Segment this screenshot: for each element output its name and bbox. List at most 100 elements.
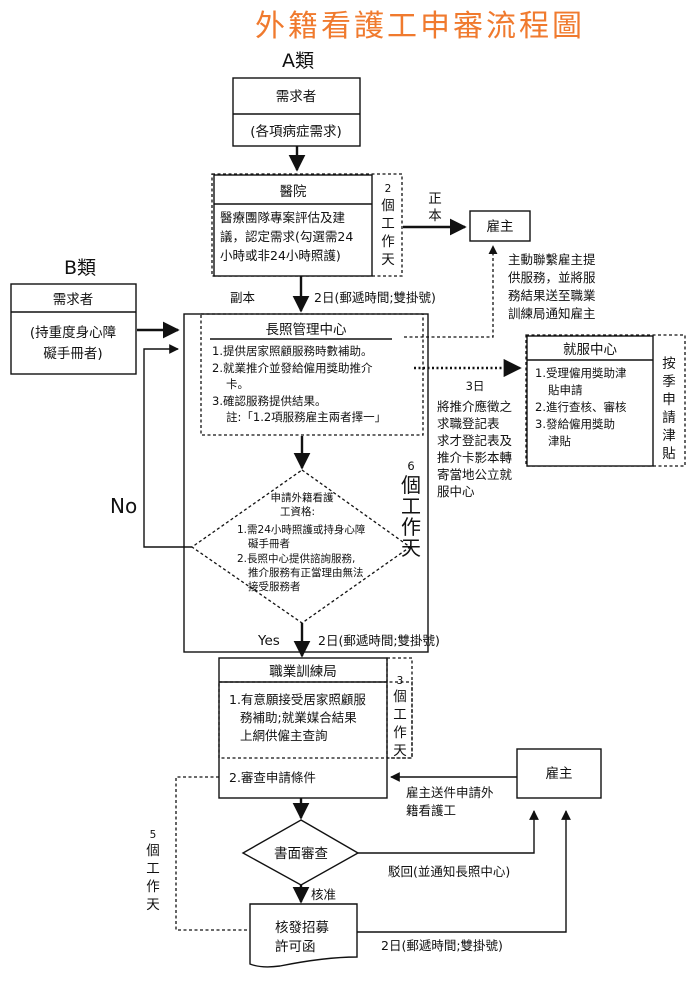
- a-requester-box[interactable]: 需求者 (各項病症需求): [232, 77, 361, 147]
- eligibility-item: 2.長照中心提供諮詢服務,: [237, 552, 355, 565]
- eligibility-title: 工資格:: [280, 505, 315, 518]
- svg-text:作: 作: [146, 879, 160, 895]
- eligibility-item: 1.需24小時照護或持身心障: [237, 523, 366, 536]
- svg-text:訓練局通知雇主: 訓練局通知雇主: [508, 306, 596, 321]
- svg-text:求才登記表及: 求才登記表及: [437, 433, 513, 448]
- employment-center-title: 就服中心: [563, 342, 617, 358]
- employment-center-item: 1.受理僱用獎助津: [535, 366, 626, 380]
- svg-text:個: 個: [381, 198, 395, 214]
- review-days-bracket: [175, 776, 247, 931]
- svg-text:工: 工: [381, 216, 395, 232]
- employer-submit-line: 籍看護工: [406, 803, 456, 818]
- evta-item: 上網供僱主查詢: [240, 728, 328, 743]
- hospital-working-days: 2 個 工 作 天: [381, 183, 395, 268]
- eligibility-decision[interactable]: 申請外籍看護 工資格: 1.需24小時照護或持身心障 礙手冊者 2.長照中心提供…: [190, 469, 412, 624]
- eligibility-item: 接受服務者: [248, 580, 301, 593]
- permit-document[interactable]: 核發招募 許可函: [249, 903, 358, 968]
- document-review-decision[interactable]: 書面審查: [241, 819, 360, 886]
- eligibility-item: 礙手冊者: [248, 537, 290, 550]
- evta-box[interactable]: 職業訓練局 1.有意願接受居家照顧服 務補助;就業媒合結果 上網供僱主查詢 2.…: [218, 657, 413, 799]
- evta-days-frame: [386, 657, 413, 759]
- a-requester-title: 需求者: [276, 89, 317, 105]
- svg-text:求職登記表: 求職登記表: [437, 416, 500, 431]
- employer-top-box[interactable]: 雇主: [469, 210, 531, 242]
- svg-text:主動聯繫雇主提: 主動聯繫雇主提: [508, 252, 596, 267]
- hospital-box[interactable]: 醫院 醫療團隊專案評估及建 議，認定需求(勾選需24 小時或非24小時照護): [211, 173, 403, 277]
- category-a-label: A類: [282, 50, 314, 72]
- svg-text:天: 天: [381, 252, 395, 268]
- svg-text:將推介應徵之: 將推介應徵之: [437, 399, 513, 414]
- svg-text:3: 3: [397, 675, 404, 687]
- approve-label: 核准: [311, 887, 336, 902]
- no-label: No: [110, 494, 137, 518]
- svg-text:天: 天: [146, 897, 160, 913]
- ltc-item: 卡。: [226, 377, 249, 391]
- ltc-working-days: 6 個 工 作 天: [401, 459, 421, 560]
- permit-line: 許可函: [275, 939, 316, 955]
- ltc-item: 2.就業推介並發給僱用獎助推介: [212, 361, 373, 375]
- duplicate-copy-label: 副本: [230, 290, 256, 305]
- arrow-no-loop: [143, 344, 192, 548]
- employment-center-box[interactable]: 就服中心 1.受理僱用獎助津 貼申請 2.進行查核、審核 3.發給僱用獎助 津貼: [525, 334, 686, 467]
- employment-center-item: 貼申請: [548, 383, 583, 397]
- b-requester-title: 需求者: [53, 292, 94, 308]
- employer-top-label: 雇主: [487, 218, 514, 235]
- svg-text:個: 個: [146, 843, 160, 859]
- yes-label: Yes: [257, 633, 280, 649]
- evta-item: 1.有意願接受居家照顧服: [229, 692, 366, 707]
- svg-text:季: 季: [662, 374, 676, 390]
- transfer-note: 3日 將推介應徵之 求職登記表 求才登記表及 推介卡影本轉 寄當地公立就 服中心: [437, 379, 513, 499]
- svg-text:作: 作: [401, 515, 421, 539]
- original-copy-label-1: 正: [428, 191, 442, 207]
- employer-note: 主動聯繫雇主提 供服務，並將服 務結果送至職業 訓練局通知雇主: [508, 252, 596, 321]
- ltc-item: 註:「1.2項服務雇主兩者擇一」: [226, 410, 386, 424]
- ltc-center-box[interactable]: 長照管理中心 1.提供居家照顧服務時數補助。 2.就業推介並發給僱用獎助推介 卡…: [200, 313, 424, 436]
- svg-text:供服務，並將服: 供服務，並將服: [508, 270, 596, 285]
- employer-bottom-box[interactable]: 雇主: [516, 748, 602, 799]
- arrow-reject-to-employer: [358, 810, 539, 854]
- mail-time-label-1: 2日(郵遞時間;雙掛號): [314, 290, 436, 305]
- a-requester-body: (各項病症需求): [250, 124, 342, 140]
- svg-text:寄當地公立就: 寄當地公立就: [437, 467, 513, 482]
- svg-text:推介卡影本轉: 推介卡影本轉: [437, 450, 513, 465]
- svg-text:2: 2: [385, 183, 392, 195]
- svg-text:個: 個: [401, 473, 421, 497]
- ltc-center-title: 長照管理中心: [266, 322, 347, 338]
- page-title: 外籍看護工申審流程圖: [255, 9, 585, 44]
- b-requester-box[interactable]: 需求者 (持重度身心障 礙手冊者): [10, 283, 137, 375]
- employment-center-item: 2.進行查核、審核: [535, 400, 627, 414]
- hospital-title: 醫院: [280, 184, 307, 200]
- svg-text:6: 6: [407, 459, 414, 473]
- svg-text:務結果送至職業: 務結果送至職業: [508, 288, 596, 303]
- eligibility-item: 推介服務有正當理由無法: [248, 566, 364, 579]
- svg-text:作: 作: [381, 234, 395, 250]
- review-label: 書面審查: [274, 846, 328, 862]
- mail-time-label-2: 2日(郵遞時間;雙掛號): [318, 633, 440, 648]
- evta-title: 職業訓練局: [269, 664, 337, 680]
- svg-text:貼: 貼: [662, 446, 676, 462]
- hospital-body-line: 小時或非24小時照護): [220, 248, 341, 263]
- svg-text:個: 個: [393, 689, 407, 705]
- hospital-body-line: 議，認定需求(勾選需24: [220, 229, 353, 244]
- svg-text:按: 按: [662, 356, 676, 372]
- svg-text:天: 天: [401, 536, 421, 560]
- employment-center-item: 津貼: [548, 434, 571, 448]
- review-working-days: 5 個 工 作 天: [146, 829, 160, 913]
- evta-working-days: 3 個 工 作 天: [393, 675, 407, 759]
- evta-item: 務補助;就業媒合結果: [240, 710, 357, 725]
- mail-time-label-3: 2日(郵遞時間;雙掛號): [381, 938, 503, 953]
- quarterly-subsidy-label: 按 季 申 請 津 貼: [662, 356, 676, 462]
- evta-item: 2.審查申請條件: [229, 770, 316, 785]
- svg-text:津: 津: [662, 428, 676, 444]
- b-requester-body-line: (持重度身心障: [30, 325, 116, 341]
- svg-text:5: 5: [150, 829, 157, 841]
- svg-text:工: 工: [401, 494, 421, 518]
- svg-text:天: 天: [393, 743, 407, 759]
- ltc-item: 3.確認服務提供結果。: [212, 394, 326, 408]
- employer-bottom-label: 雇主: [546, 765, 573, 782]
- reject-label: 駁回(並通知長照中心): [388, 864, 510, 879]
- eligibility-title: 申請外籍看護: [271, 491, 334, 504]
- hospital-body-line: 醫療團隊專案評估及建: [220, 210, 346, 225]
- svg-text:工: 工: [393, 707, 407, 723]
